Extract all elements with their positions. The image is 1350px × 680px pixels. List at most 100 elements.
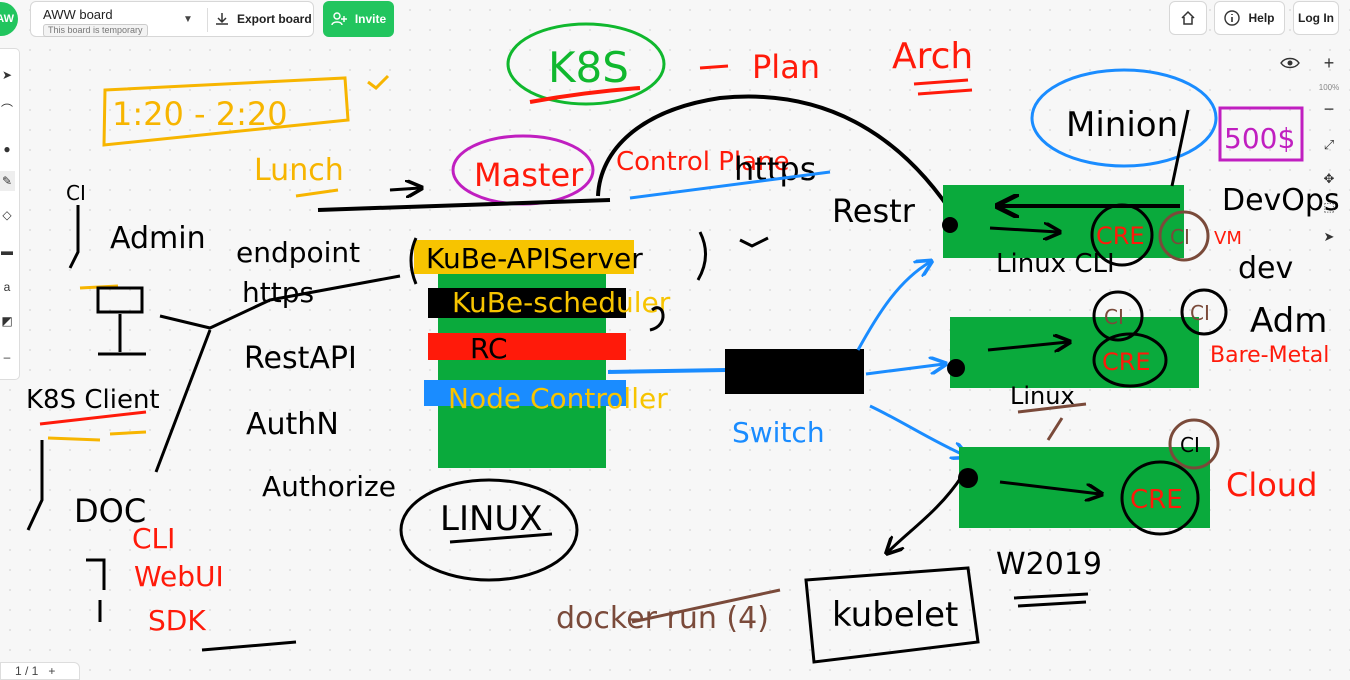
add-page-button[interactable]: + [48,664,56,678]
view-mode-eye-icon[interactable] [1280,56,1300,70]
endpoint-arrow [389,188,420,190]
node2-cre-circle [1092,332,1168,388]
board-menu[interactable]: AWW board This board is temporary ▼ Expo… [30,1,314,37]
bare-metal-text: Bare-Metal [1210,343,1329,368]
doc-bracket [86,558,106,622]
node-controller-text: Node Controller [448,382,668,415]
node2-ci-a-text: CI [1104,305,1124,329]
ci-top-text: CI [66,181,86,205]
home-icon [1181,10,1195,25]
master-text: Master [474,156,584,194]
auth-text: AuthN [246,407,339,442]
k8s-client-underline [39,410,147,426]
node2-inner-arrow [987,342,1068,350]
node1-ci-text: CI [1170,225,1190,249]
master-to-switch-line [607,368,727,374]
shape-tool-icon[interactable]: ▬ [1,244,13,258]
text-tool-icon[interactable]: a [3,280,11,294]
client-line [47,430,147,442]
cli-left-text: CLI [132,522,175,555]
left-toolbar: ➤ ⌒ ● ✎ ◇ ▬ a ◩ – [0,48,20,380]
node1-cre-text: CRE [1096,222,1145,250]
pointer-icon[interactable]: ➤ [1323,229,1335,244]
marker-tool-icon[interactable]: ✎ [0,171,15,191]
adm-text: Adm [1250,301,1327,341]
sticky-note-icon[interactable]: ◩ [1,314,13,328]
node2-dot [947,359,965,377]
node-controller-bar [424,380,626,406]
check-mark [367,74,390,90]
dev-text: dev [1238,251,1293,286]
rc-text: RC [470,332,508,365]
page-counter: 1 / 1 [15,664,39,678]
zoom-in-button[interactable]: + [1323,52,1335,73]
admin-stem [68,205,80,269]
home-button[interactable] [1169,1,1207,35]
apiserver-text: KuBe-APIServer [426,242,643,275]
color-dot-icon[interactable]: ● [3,142,11,156]
node2-ci-circle-a [1092,290,1144,342]
login-label: Log In [1298,11,1334,25]
kubelet-box [804,566,980,664]
lunch-text: Lunch [254,153,344,188]
help-button[interactable]: Help [1214,1,1285,35]
client-branch [154,274,401,473]
rc-bar [428,333,626,360]
linux-cli-text: Linux CLI [996,249,1115,279]
node1-inner-arrow [989,228,1058,232]
node3-cre-circle [1120,460,1200,536]
eraser-tool-icon[interactable]: ◇ [2,208,12,222]
select-tool-icon[interactable]: ➤ [1,68,13,82]
divider [207,8,208,32]
switch-to-node1 [856,262,930,351]
authorize-text: Authorize [262,470,396,503]
node3-ci-text: CI [1180,433,1200,457]
invite-button[interactable]: Invite [323,1,394,37]
zoom-controls: + 100% − ⤢ ✥ ⬚ ➤ [1312,50,1346,250]
invite-label: Invite [354,12,387,26]
minion-oval [1030,68,1218,168]
chevron-down-icon[interactable]: ▼ [183,14,193,25]
board-name[interactable]: AWW board [43,7,113,22]
kubelet-pointer [888,475,964,552]
move-icon[interactable]: ✥ [1323,171,1335,186]
page-navigator[interactable]: 1 / 1 + [0,662,80,680]
sdk-text: SDK [148,604,206,637]
node3-box [959,447,1210,528]
doc-stem [26,440,44,531]
k8s-oval [506,22,666,106]
pen-tool-icon[interactable]: ⌒ [0,102,13,117]
add-user-icon [331,12,347,26]
linux-master-text: LINUX [440,499,543,539]
linux-master-oval [399,478,579,582]
apiserver-paren [409,231,707,285]
select-area-icon[interactable]: ⬚ [1323,200,1335,214]
zoom-level: 100% [1318,83,1340,92]
scheduler-text: KuBe-scheduler [452,286,671,319]
node3-cre-text: CRE [1130,485,1183,515]
zoom-out-button[interactable]: − [1323,98,1335,119]
master-to-node-curve [596,94,960,224]
restr-text: Restr [832,192,916,230]
control-plane-text: Control Plane [616,147,790,177]
restapi-text: RestAPI [244,341,357,376]
node2-cre-text: CRE [1102,348,1151,376]
export-board-label: Export board [237,12,312,26]
https-left-text: https [242,276,314,309]
endpoint-text: endpoint [236,236,360,269]
client-box [96,286,144,314]
switch-box [725,349,864,394]
export-board-button[interactable]: Export board [215,5,312,33]
fit-screen-icon[interactable]: ⤢ [1323,137,1335,152]
login-button[interactable]: Log In [1293,1,1339,35]
app-logo[interactable]: AW [0,2,18,36]
more-tools-icon[interactable]: – [3,350,11,364]
info-icon [1224,10,1241,26]
node2-ci-circle-b [1180,288,1228,336]
webui-text: WebUI [134,560,224,593]
w2019-underline [1013,592,1089,608]
devops-text: DevOps [1222,183,1340,218]
node1-ci-circle [1158,210,1210,262]
node2-ci-b-text: CI [1190,301,1210,325]
